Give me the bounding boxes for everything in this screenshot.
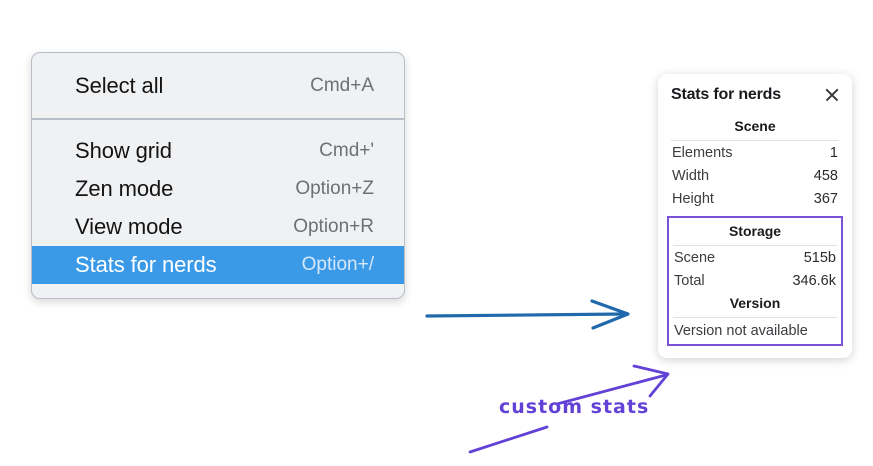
menu-item-shortcut: Option+R: [293, 216, 374, 237]
stats-panel-header: Stats for nerds: [667, 86, 843, 104]
context-menu-group-1: Select all Cmd+A: [32, 53, 404, 120]
menu-item-select-all[interactable]: Select all Cmd+A: [32, 67, 404, 105]
stats-section-version: Version Version not available: [669, 292, 841, 341]
menu-item-shortcut: Cmd+A: [310, 75, 374, 96]
stats-section-scene: Scene Elements 1 Width 458 Height 367: [667, 115, 843, 210]
menu-item-stats-for-nerds[interactable]: Stats for nerds Option+/: [32, 246, 404, 284]
stat-value: 1: [829, 145, 838, 161]
stat-row-storage-total: Total 346.6k: [669, 269, 841, 292]
arrow-custom-stats: [555, 364, 670, 406]
menu-item-shortcut: Option+/: [301, 254, 374, 275]
menu-item-zen-mode[interactable]: Zen mode Option+Z: [32, 170, 404, 208]
version-note: Version not available: [674, 323, 808, 339]
stat-label: Scene: [674, 250, 716, 266]
menu-item-label: Show grid: [75, 138, 172, 163]
section-divider: [671, 140, 839, 141]
stats-for-nerds-panel: Stats for nerds Scene Elements 1 Width 4…: [658, 74, 852, 358]
context-menu[interactable]: Select all Cmd+A Show grid Cmd+' Zen mod…: [31, 52, 405, 299]
menu-item-view-mode[interactable]: View mode Option+R: [32, 208, 404, 246]
stat-value: 367: [813, 191, 838, 207]
custom-stats-highlight-box: Storage Scene 515b Total 346.6k Version …: [667, 216, 843, 346]
stat-row-elements: Elements 1: [667, 141, 843, 164]
close-icon[interactable]: [823, 86, 841, 104]
custom-stats-annotation-label: custom stats: [499, 396, 650, 418]
section-heading-scene: Scene: [734, 118, 776, 134]
stat-label: Width: [672, 168, 710, 184]
section-heading-storage: Storage: [728, 223, 782, 239]
stat-label: Total: [674, 273, 705, 289]
arrow-menu-to-panel: [425, 299, 630, 330]
context-menu-group-2: Show grid Cmd+' Zen mode Option+Z View m…: [32, 120, 404, 298]
section-divider: [673, 317, 837, 318]
stat-value: 346.6k: [792, 273, 836, 289]
stats-section-storage: Storage Scene 515b Total 346.6k: [669, 220, 841, 292]
menu-item-label: Stats for nerds: [75, 252, 217, 277]
stat-row-width: Width 458: [667, 164, 843, 187]
annotation-underline-stroke: [468, 425, 549, 454]
stat-value: 515b: [803, 250, 836, 266]
menu-item-shortcut: Cmd+': [319, 140, 374, 161]
section-divider: [673, 245, 837, 246]
stat-label: Elements: [672, 145, 733, 161]
stat-row-height: Height 367: [667, 187, 843, 210]
stat-label: Height: [672, 191, 714, 207]
section-heading-version: Version: [729, 295, 781, 311]
menu-item-label: Select all: [75, 73, 164, 98]
menu-item-label: Zen mode: [75, 176, 174, 201]
menu-item-label: View mode: [75, 214, 183, 239]
stat-row-storage-scene: Scene 515b: [669, 246, 841, 269]
stat-value: 458: [813, 168, 838, 184]
menu-item-shortcut: Option+Z: [295, 178, 374, 199]
menu-item-show-grid[interactable]: Show grid Cmd+': [32, 132, 404, 170]
stats-panel-title: Stats for nerds: [671, 86, 781, 103]
